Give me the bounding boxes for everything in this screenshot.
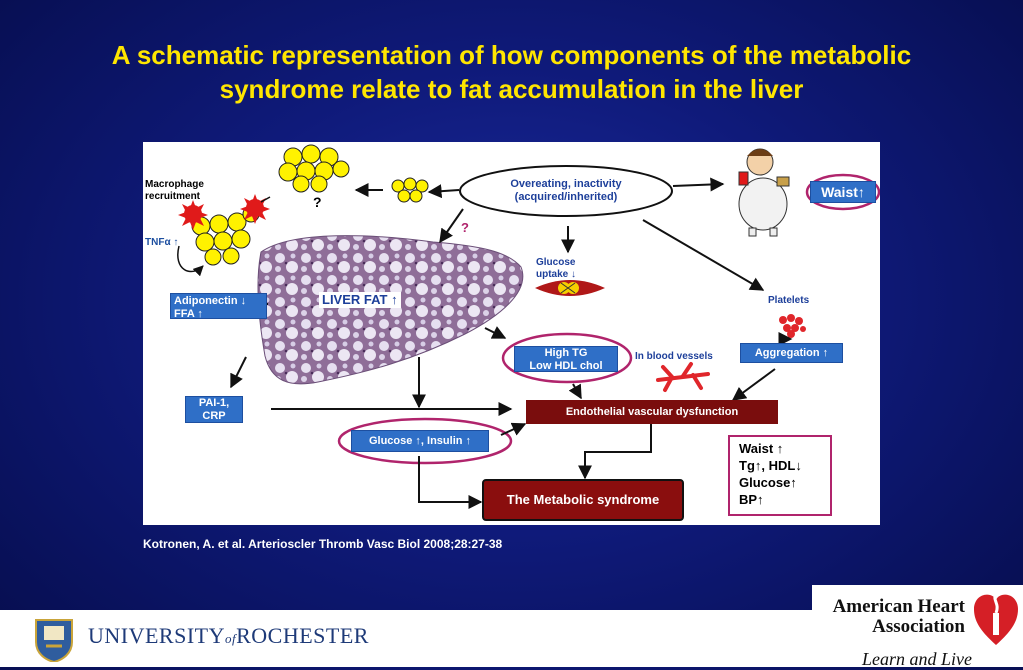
high-tg-line1: High TG (544, 347, 588, 359)
arrow-tnf-loop (177, 245, 204, 277)
tnf-label: TNFα ↑ (145, 237, 179, 248)
blood-vessel-icon (656, 362, 710, 392)
cartoon-man-icon (738, 148, 790, 237)
pai-line2: CRP (202, 410, 226, 422)
university-name: UNIVERSITYofROCHESTER (88, 623, 369, 649)
endothelial-box (526, 400, 778, 424)
citation: Kotronen, A. et al. Arterioscler Thromb … (143, 537, 503, 551)
aha-line2: Association (872, 616, 965, 637)
liver-fat-label: LIVER FAT ↑ (319, 292, 401, 308)
adiponectin-box: Adiponectin ↓ FFA ↑ (170, 293, 267, 320)
university-name-pre: UNIVERSITY (88, 623, 225, 648)
arrow-liver-to-high-tg (484, 326, 507, 339)
criteria-list: Waist ↑ Tg↑, HDL↓ Glucose↑ BP↑ (739, 440, 802, 508)
criteria-glucose: Glucose↑ (739, 475, 797, 490)
question-mark-liver: ? (461, 220, 469, 235)
vessel-glucose-icon (535, 280, 605, 296)
university-name-of: of (225, 631, 237, 646)
high-tg-box: High TG Low HDL chol (514, 346, 618, 372)
arrow-endothelial-to-metabolic (578, 424, 652, 480)
criteria-waist: Waist ↑ (739, 441, 784, 456)
arrow-glucose-to-endothelial (500, 422, 527, 436)
high-tg-highlight (501, 332, 633, 384)
criteria-box (728, 435, 832, 516)
overeating-line2: (acquired/inherited) (514, 191, 618, 203)
arrow-hightg-to-endothelial (568, 383, 582, 400)
metabolic-syndrome-label: The Metabolic syndrome (506, 492, 660, 507)
platelets-label: Platelets (768, 295, 810, 306)
university-name-post: ROCHESTER (236, 623, 369, 648)
criteria-bp: BP↑ (739, 492, 764, 507)
aha-tagline: Learn and Live (862, 649, 972, 669)
university-seal-icon (35, 619, 73, 662)
arrow-overeating-to-liver (439, 208, 464, 244)
endothelial-label: Endothelial vascular dysfunction (565, 406, 739, 418)
glucose-insulin-box: Glucose ↑, Insulin ↑ (351, 430, 489, 452)
aha-line1: American Heart (832, 596, 965, 617)
aggregation-box: Aggregation ↑ (740, 343, 843, 363)
liver-image (257, 235, 524, 385)
fat-cluster-small (391, 177, 429, 203)
criteria-tg-hdl: Tg↑, HDL↓ (739, 458, 802, 473)
diagram-graphics (177, 144, 880, 521)
glucose-insulin-highlight (337, 417, 513, 465)
overeating-label: Overeating, inactivity (acquired/inherit… (473, 178, 659, 204)
macrophage-label: Macrophage recruitment (145, 179, 204, 203)
macrophage-line1: Macrophage (145, 179, 204, 190)
glucose-uptake-line2: uptake ↓ (536, 269, 577, 280)
pai-line1: PAI-1, (198, 397, 230, 409)
heart-torch-icon (974, 592, 1018, 645)
slide-title-line1: A schematic representation of how compon… (111, 40, 912, 70)
arrow-glucose-to-metabolic (418, 456, 483, 509)
adiponectin-line1: Adiponectin ↓ (174, 295, 247, 307)
slide-title-line2: syndrome relate to fat accumulation in t… (219, 74, 804, 104)
question-mark-fat: ? (313, 194, 322, 210)
high-tg-line2: Low HDL chol (529, 360, 603, 372)
platelets-icon (779, 314, 806, 338)
arrow-aggregation-to-endothelial (731, 368, 776, 401)
waist-box: Waist↑ (810, 181, 876, 203)
overeating-ellipse (459, 165, 673, 217)
macrophage-line2: recruitment (145, 191, 201, 202)
arrow-adiponectin-to-pai (230, 356, 247, 389)
glucose-uptake-label: Glucose uptake ↓ (536, 257, 576, 281)
aha-logo: American Heart Association Learn and Liv… (812, 585, 1023, 669)
pai-box: PAI-1, CRP (185, 396, 243, 423)
arrow-overeating-to-platelets (642, 219, 765, 291)
glucose-uptake-line1: Glucose (536, 257, 576, 268)
overeating-line1: Overeating, inactivity (510, 178, 622, 190)
arrow-overeating-to-man (672, 177, 725, 192)
arrow-overeating-to-fat (427, 184, 460, 199)
slide-title: A schematic representation of how compon… (20, 38, 1003, 106)
blood-vessels-label: In blood vessels (635, 351, 713, 362)
arrow-fat-to-macrophage (260, 196, 271, 203)
metabolic-syndrome-box (482, 479, 684, 521)
waist-highlight (805, 173, 880, 211)
aha-name: American Heart Association (833, 597, 965, 637)
adiponectin-line2: FFA ↑ (174, 308, 203, 320)
diagram-panel: Macrophage recruitment ? ? TNFα ↑ Adipon… (143, 142, 880, 525)
fat-cluster-large (278, 144, 350, 193)
